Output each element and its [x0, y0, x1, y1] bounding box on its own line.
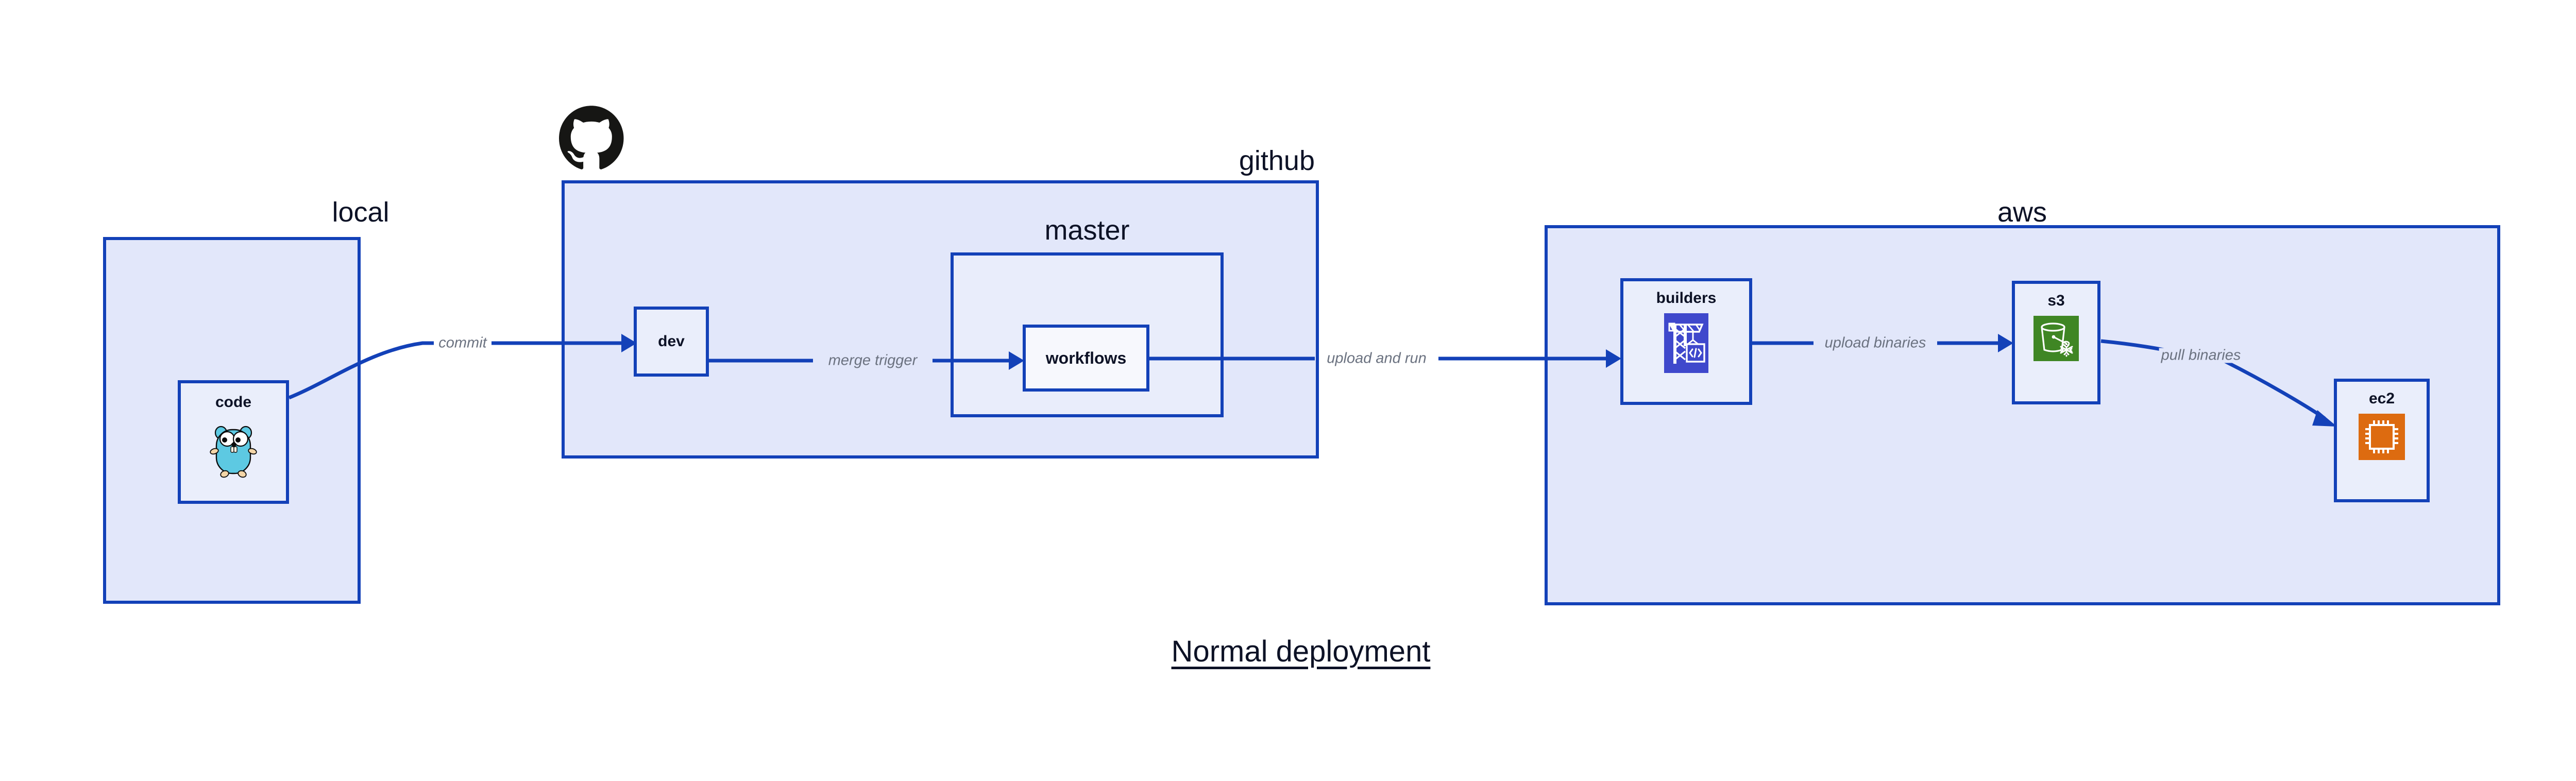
go-gopher-icon [208, 419, 259, 480]
node-workflows-label: workflows [1045, 349, 1127, 367]
aws-ec2-icon [2359, 414, 2405, 460]
edge-label-commit: commit [436, 335, 489, 351]
node-code[interactable]: code [178, 380, 289, 504]
node-code-label: code [215, 394, 252, 411]
node-s3[interactable]: s3 [2012, 281, 2100, 404]
edge-label-pull-binaries: pull binaries [2159, 348, 2243, 363]
group-label-master: master [1044, 215, 1130, 246]
diagram-title: Normal deployment [1171, 635, 1431, 668]
node-builders-label: builders [1656, 290, 1717, 307]
node-dev-label: dev [658, 333, 685, 350]
node-builders[interactable]: builders [1620, 278, 1752, 405]
aws-s3-icon [2033, 316, 2079, 361]
group-label-local: local [332, 197, 389, 228]
node-dev[interactable]: dev [634, 307, 709, 377]
node-s3-label: s3 [2047, 292, 2065, 309]
edge-label-merge-trigger: merge trigger [826, 353, 920, 368]
node-ec2-label: ec2 [2368, 390, 2395, 407]
group-label-aws: aws [1997, 197, 2047, 228]
github-octocat-logo [559, 105, 624, 173]
group-label-github: github [1239, 145, 1315, 176]
edge-label-upload-and-run: upload and run [1325, 351, 1429, 366]
node-workflows[interactable]: workflows [1023, 325, 1149, 392]
edge-label-upload-binaries: upload binaries [1822, 335, 1928, 351]
node-ec2[interactable]: ec2 [2334, 379, 2430, 502]
aws-codebuild-icon [1664, 313, 1708, 373]
